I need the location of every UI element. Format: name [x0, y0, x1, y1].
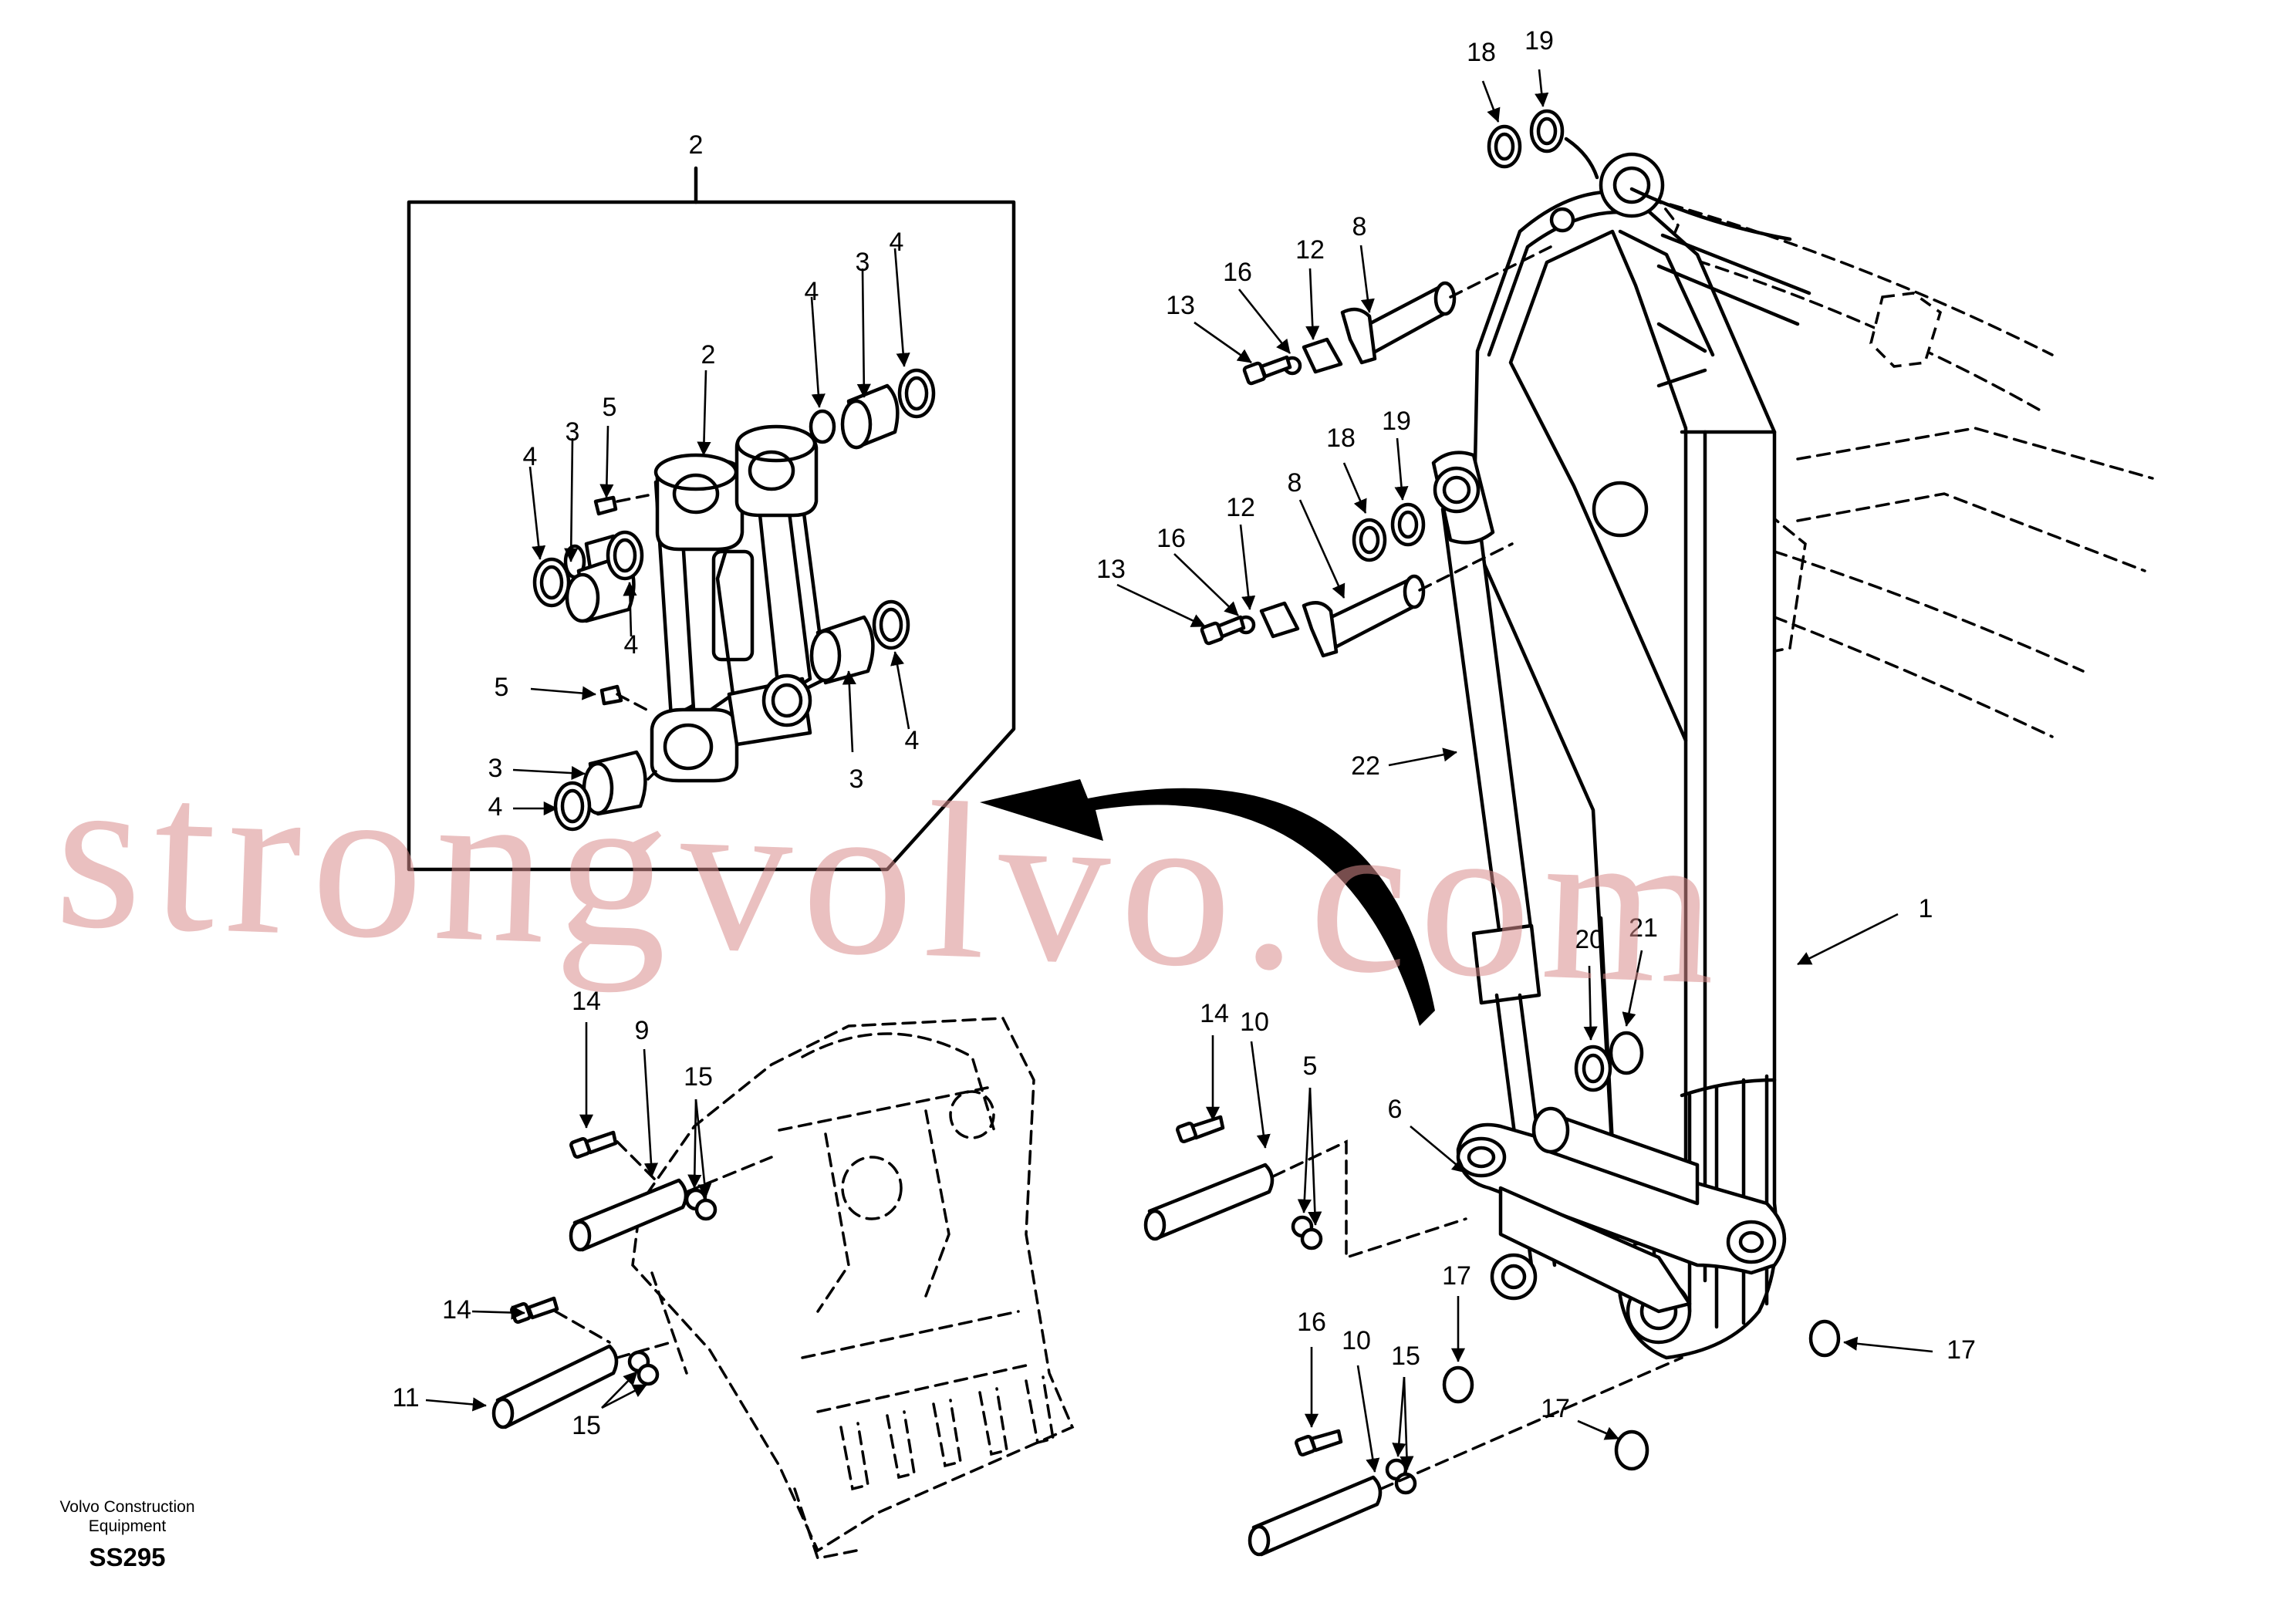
bucket-link: [1456, 1106, 1787, 1314]
callout-12: 12: [1226, 493, 1255, 522]
callout-18: 18: [1326, 424, 1356, 453]
callout-10: 10: [1342, 1326, 1371, 1355]
callout-13: 13: [1096, 555, 1126, 584]
callout-2: 2: [701, 340, 716, 370]
bucket-cylinder: [1431, 451, 1557, 1301]
callout-2-inset-frame: 2: [689, 130, 704, 160]
callout-11: 11: [392, 1383, 419, 1412]
callout-16: 16: [1297, 1308, 1326, 1337]
bucket-outline: [631, 1017, 1075, 1561]
callout-8: 8: [1288, 468, 1302, 498]
callout-15: 15: [1391, 1342, 1420, 1371]
middle-pin-group: [1200, 502, 1514, 658]
callout-15: 15: [684, 1062, 713, 1092]
callout-10: 10: [1240, 1007, 1269, 1037]
callout-17: 17: [1947, 1335, 1976, 1365]
watermark-text: strongvolvo.com: [52, 726, 1731, 1032]
callout-16: 16: [1156, 524, 1186, 553]
callout-1: 1: [1919, 894, 1933, 923]
callout-18: 18: [1467, 38, 1496, 67]
upper-pin-group: [1242, 109, 1599, 386]
callout-4: 4: [488, 792, 503, 822]
drawing-code: SS295: [89, 1543, 165, 1571]
callout-12: 12: [1295, 235, 1325, 265]
callout-15: 15: [572, 1411, 601, 1440]
company-name-line1: Volvo Construction: [59, 1498, 194, 1516]
callout-17: 17: [1541, 1394, 1570, 1423]
callout-20: 20: [1575, 925, 1604, 954]
callout-3: 3: [856, 248, 870, 277]
callout-19: 19: [1382, 407, 1411, 436]
curved-arrow: [980, 779, 1435, 1026]
callout-17: 17: [1442, 1261, 1471, 1291]
callout-22: 22: [1351, 751, 1380, 781]
callout-9: 9: [635, 1016, 650, 1045]
callout-4: 4: [624, 630, 639, 660]
company-name-line2: Equipment: [89, 1517, 167, 1535]
callout-3: 3: [488, 754, 503, 783]
inset-frame: [407, 166, 1016, 872]
footer: Volvo Construction Equipment SS295: [59, 1498, 194, 1571]
callout-numbers: 1 2 2 3 3 3 3 4 4 4 4 4 4 5 5 18 19 8 12…: [392, 26, 1976, 1440]
callout-14: 14: [572, 987, 601, 1016]
link-assembly: [650, 424, 828, 783]
callout-16: 16: [1223, 258, 1252, 287]
callout-21: 21: [1629, 913, 1658, 943]
callout-3: 3: [566, 417, 580, 447]
callout-5: 5: [603, 393, 617, 422]
callout-19: 19: [1524, 26, 1554, 56]
inset-parts: [532, 368, 936, 832]
callout-4: 4: [523, 442, 538, 471]
leader-lines: [425, 69, 1933, 1473]
callout-14: 14: [442, 1295, 471, 1325]
callout-3: 3: [849, 764, 864, 794]
callout-8: 8: [1352, 212, 1367, 241]
callout-13: 13: [1166, 291, 1195, 320]
callout-4: 4: [905, 726, 920, 755]
callout-5: 5: [1303, 1051, 1318, 1081]
callout-4: 4: [805, 277, 819, 306]
callout-5: 5: [495, 673, 509, 702]
lower-pin-group: [1143, 1031, 1841, 1557]
callout-14: 14: [1200, 999, 1229, 1028]
callout-4: 4: [890, 228, 904, 257]
callout-6: 6: [1388, 1095, 1403, 1124]
